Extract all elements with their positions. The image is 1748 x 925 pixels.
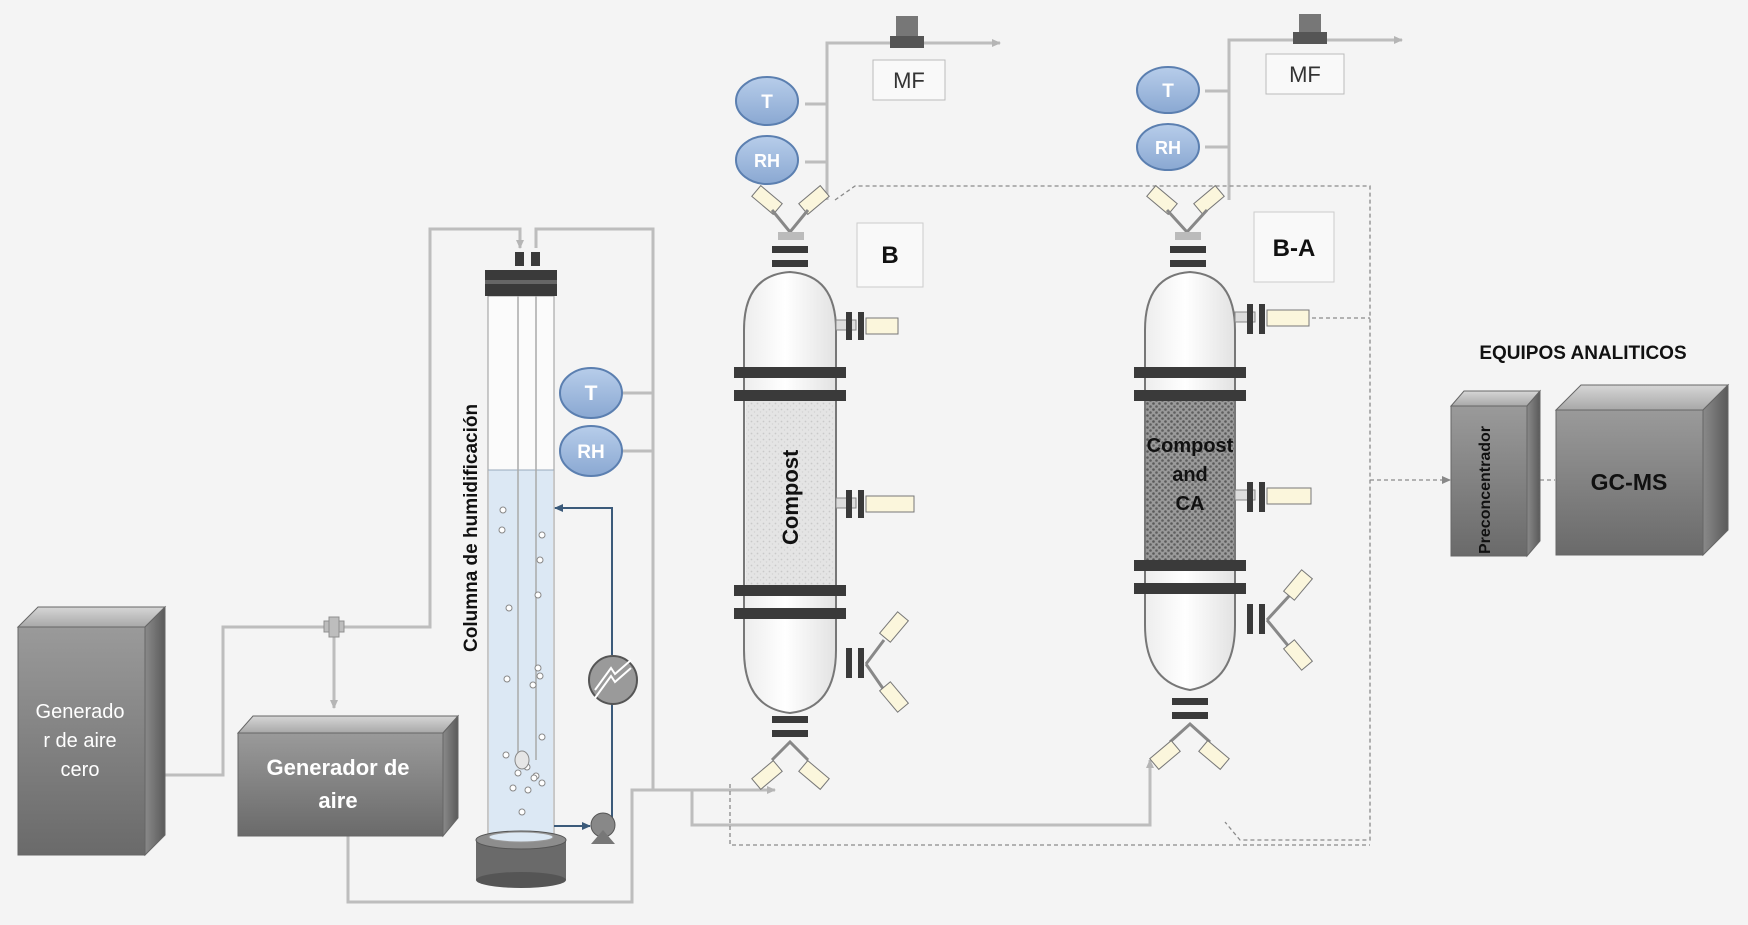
recirculation-loop xyxy=(554,504,613,830)
reactor-b-side-port-upper xyxy=(835,312,899,340)
reactor-ba-fill-label-2: and xyxy=(1172,464,1208,486)
reactor-b-tag-label: B xyxy=(881,242,898,269)
reactor-b-side-port-middle xyxy=(835,490,915,518)
reactor-b-temperature-label: T xyxy=(761,92,773,113)
zero-air-generator-box: Generado r de aire cero xyxy=(16,605,167,857)
reactor-b-top-fitting xyxy=(751,184,830,267)
reactor-b-humidity-label: RH xyxy=(754,151,780,171)
air-generator-label-2: aire xyxy=(318,788,357,813)
reactor-ba-side-port-upper xyxy=(1234,304,1310,334)
reactor-b-humidity-sensor: RH xyxy=(735,135,799,185)
reactor-ba-bottom-fitting xyxy=(1149,698,1230,771)
sample-lines xyxy=(729,185,1555,846)
gcms-label: GC-MS xyxy=(1591,469,1668,495)
pump-icon xyxy=(590,812,616,844)
reactor-b-flow-meter-label: MF xyxy=(893,68,925,93)
reactor-b-tag: B xyxy=(856,222,924,288)
heat-exchanger-icon xyxy=(588,655,638,705)
reactor-b-bottom-fitting xyxy=(751,716,830,791)
sample-line-bottom xyxy=(729,784,1370,846)
reactor-ba-fill-label-3: CA xyxy=(1176,493,1205,515)
reactor-ba-humidity-label: RH xyxy=(1155,138,1181,158)
reactor-ba-temperature-label: T xyxy=(1162,81,1174,102)
reactor-b-side-port-lower xyxy=(846,611,910,713)
air-generator-label-1: Generador de xyxy=(266,755,409,780)
reactor-ba-top-fitting xyxy=(1146,184,1225,267)
reactor-ba-side-port-middle xyxy=(1234,482,1312,512)
reactor-b: Compost xyxy=(734,184,915,791)
reactor-ba-side-port-lower xyxy=(1247,569,1314,671)
pipe-b-outlet xyxy=(825,39,1001,200)
air-generator-box: Generador de aire xyxy=(236,714,460,838)
column-label: Columna de humidificación xyxy=(461,404,482,652)
pipe-column-out xyxy=(534,227,735,792)
humidification-column: Columna de humidificación xyxy=(461,252,567,888)
preconcentrator-label: Preconcentrador xyxy=(1477,426,1494,554)
reactor-b-flow-meter: MF xyxy=(872,16,946,101)
gcms-box: GC-MS xyxy=(1554,383,1730,557)
reactor-ba: Compost and CA xyxy=(1134,184,1314,771)
reactor-ba-humidity-sensor: RH xyxy=(1136,123,1200,171)
column-temperature-sensor: T xyxy=(559,367,623,419)
zero-air-generator-label-1: Generado xyxy=(36,701,125,723)
reactor-ba-flow-meter-label: MF xyxy=(1289,62,1321,87)
reactor-ba-fill-label-1: Compost xyxy=(1147,435,1234,457)
zero-air-generator-label-2: r de aire xyxy=(43,730,116,752)
column-humidity-sensor: RH xyxy=(559,425,623,477)
reactor-ba-flow-meter: MF xyxy=(1265,14,1345,95)
reactor-b-temperature-sensor: T xyxy=(735,76,799,126)
reactor-b-fill-label: Compost xyxy=(778,449,803,545)
preconcentrator-box: Preconcentrador xyxy=(1449,389,1542,558)
zero-air-generator-label-3: cero xyxy=(61,759,100,781)
pipe-network xyxy=(163,36,1403,904)
analytical-heading: EQUIPOS ANALITICOS xyxy=(1479,343,1686,364)
reactor-ba-temperature-sensor: T xyxy=(1136,66,1200,114)
pipe-zero-air-out xyxy=(163,227,524,777)
reactor-ba-tag: B-A xyxy=(1253,211,1335,283)
pipe-to-reactor-ba xyxy=(690,759,1154,827)
column-humidity-label: RH xyxy=(577,442,604,463)
column-temperature-label: T xyxy=(585,382,598,405)
pipe-air-gen-out xyxy=(346,788,652,904)
tee-fitting xyxy=(323,616,345,638)
reactor-ba-tag-label: B-A xyxy=(1273,235,1316,262)
